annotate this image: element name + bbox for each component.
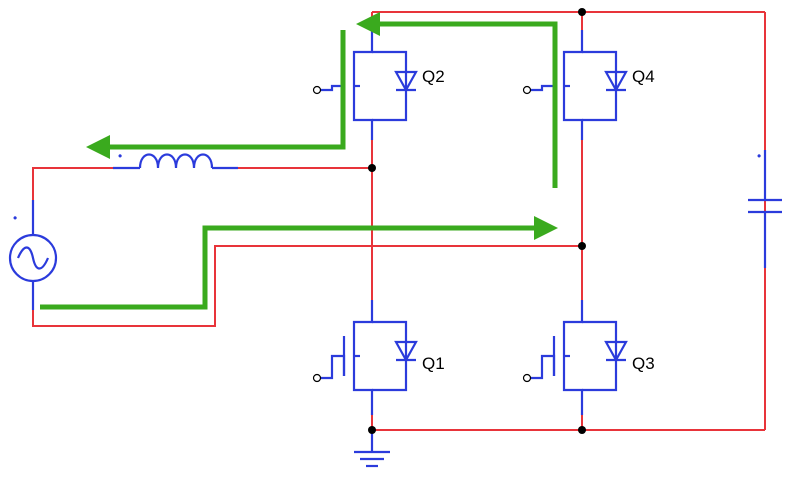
mosfet-q1 [312, 300, 418, 415]
mosfet-q4 [522, 30, 628, 140]
inductor-polarity-icon: • [118, 149, 122, 163]
source-polarity-icon: • [13, 211, 17, 225]
current-path-segment [378, 21, 558, 188]
inductor: • [113, 149, 238, 170]
label-q4: Q4 [632, 67, 655, 86]
gate-terminal-icon [522, 85, 532, 95]
arrow-left-icon [86, 135, 110, 159]
current-path-segment [40, 225, 535, 310]
arrow-left-icon [356, 12, 380, 36]
gate-terminal-icon [312, 373, 322, 383]
mosfet-q2 [312, 30, 418, 140]
mosfet-q3 [522, 300, 628, 415]
wire-source-bottom [32, 245, 582, 327]
current-path-segment [110, 30, 346, 150]
label-q1: Q1 [422, 354, 445, 373]
wire-source-top [32, 167, 113, 200]
junction-node [578, 242, 586, 250]
capacitor: • [748, 149, 782, 268]
wires [32, 11, 766, 431]
gate-terminal-icon [522, 373, 532, 383]
gate-terminal-icon [312, 85, 322, 95]
junction-node [578, 8, 586, 16]
label-q2: Q2 [422, 67, 445, 86]
ground-icon [354, 430, 390, 468]
label-q3: Q3 [632, 354, 655, 373]
ac-source: • [8, 200, 58, 310]
capacitor-polarity-icon: • [757, 149, 761, 163]
junction-node [368, 426, 376, 434]
junction-node [368, 164, 376, 172]
arrow-right-icon [534, 216, 558, 240]
junction-node [578, 426, 586, 434]
junction-nodes [368, 8, 586, 434]
current-flow-path [40, 12, 558, 310]
